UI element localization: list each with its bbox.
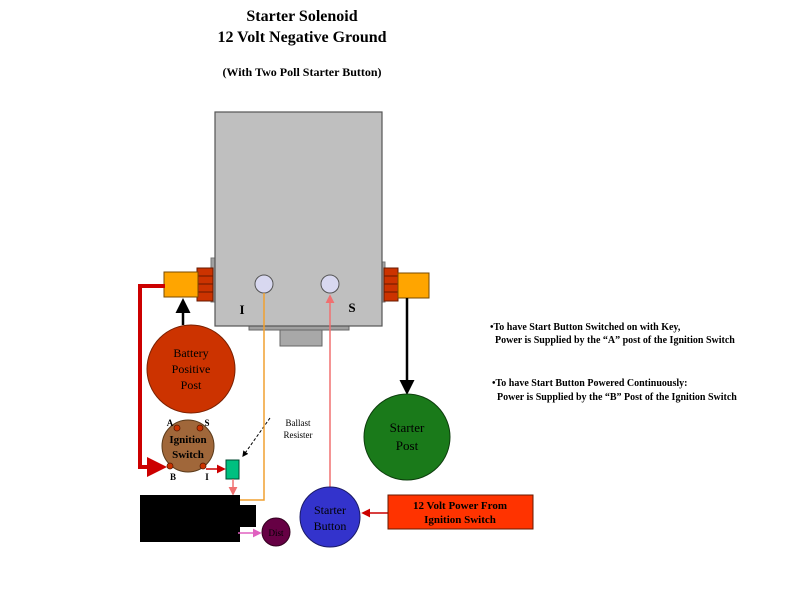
coil-body: [140, 495, 240, 542]
ignition-coil: [140, 495, 256, 542]
power-source-box: [387, 494, 534, 530]
ballast-label-2: Resister: [284, 430, 313, 440]
left-terminal-lug: [163, 271, 199, 298]
solenoid-s-terminal: [320, 274, 340, 294]
solenoid-i-terminal: [254, 274, 274, 294]
ignition-label-1: Ignition: [169, 434, 206, 446]
ignition-post-i: [199, 462, 207, 470]
battery-feed-wire: [138, 284, 167, 477]
battery-post-label-2: Positive: [172, 362, 211, 376]
starter-post-label-2: Post: [396, 438, 419, 453]
note-2-line-1: •To have Start Button Powered Continuous…: [492, 378, 687, 389]
ignition-post-s: [196, 424, 204, 432]
starter-button: [299, 486, 361, 548]
ignition-switch: [161, 419, 215, 473]
ignition-post-b-label: B: [170, 472, 176, 482]
starter-post-label-1: Starter: [390, 420, 425, 435]
solenoid-s-label: S: [348, 300, 355, 315]
solenoid-body: [210, 111, 386, 347]
ignition-post-i-label: I: [205, 472, 209, 482]
coil-plus-label: +: [228, 497, 234, 509]
power-box-label-1: 12 Volt Power From: [413, 500, 507, 512]
starter-button-label-1: Starter: [314, 503, 346, 517]
ignition-post-b: [166, 462, 174, 470]
solenoid-right-large-terminal: [383, 267, 430, 302]
ignition-post-a-label: A: [167, 418, 174, 428]
subtitle: (With Two Poll Starter Button): [222, 65, 381, 79]
note-1-line-1: •To have Start Button Switched on with K…: [490, 322, 681, 333]
ballast-resistor: [225, 459, 240, 480]
solenoid-i-label: I: [239, 302, 244, 317]
distributor: [261, 517, 291, 547]
ballast-pointer-line: [242, 417, 271, 457]
battery-positive-post: [146, 324, 236, 414]
coil-label: Coil: [177, 512, 202, 527]
coil-tower: [238, 505, 256, 527]
power-box-label-2: Ignition Switch: [424, 514, 496, 526]
battery-post-label-1: Battery: [173, 346, 208, 360]
solenoid-case: [214, 111, 383, 327]
solenoid-left-large-terminal: [163, 267, 214, 302]
coil-minus-label: -: [229, 529, 233, 541]
starter-button-label-2: Button: [314, 519, 347, 533]
right-terminal-lug: [397, 272, 430, 299]
dist-label: Dist: [268, 528, 284, 538]
ballast-label-1: Ballast: [286, 418, 311, 428]
note-1-line-2: Power is Supplied by the “A” post of the…: [495, 335, 735, 346]
ignition-post-a: [173, 424, 181, 432]
ignition-post-s-label: S: [204, 418, 209, 428]
starter-post: [363, 393, 451, 481]
title-line-2: 12 Volt Negative Ground: [217, 29, 386, 46]
ignition-label-2: Switch: [172, 449, 204, 461]
title-line-1: Starter Solenoid: [246, 8, 357, 25]
battery-post-label-3: Post: [181, 378, 202, 392]
solenoid-i-to-coil-wire: [236, 293, 265, 501]
note-2-line-2: Power is Supplied by the “B” Post of the…: [497, 392, 737, 403]
